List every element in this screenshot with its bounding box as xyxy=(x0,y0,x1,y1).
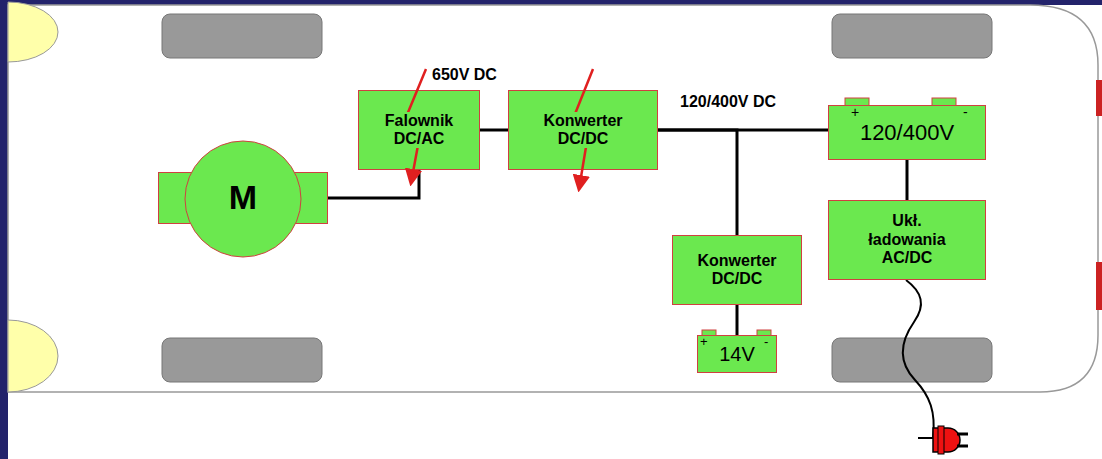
polarity-sign: + xyxy=(700,334,708,349)
node-text: Falownik DC/AC xyxy=(362,112,476,149)
polarity-sign: - xyxy=(963,104,968,120)
motor-symbol: M xyxy=(158,172,328,224)
taillight xyxy=(1096,262,1102,310)
motor-circle xyxy=(185,141,301,257)
voltage-label: 650V DC xyxy=(432,66,497,84)
converter-box: Konwerter DC/DC xyxy=(508,90,658,170)
taillight xyxy=(1096,80,1102,116)
node-text: 14V xyxy=(717,343,757,366)
wire xyxy=(906,160,909,200)
node-text: Konwerter DC/DC xyxy=(680,252,794,289)
wheel xyxy=(162,14,322,58)
wire xyxy=(736,305,739,335)
car-body xyxy=(8,5,1098,392)
charger-box: Ukł. ładowania AC/DC xyxy=(828,200,986,280)
node-text: 120/400V xyxy=(858,120,956,145)
node-text: Konwerter DC/DC xyxy=(526,112,640,149)
node-text: M xyxy=(227,178,259,217)
wheel xyxy=(832,14,992,58)
voltage-label: 120/400V DC xyxy=(680,93,776,111)
headlight xyxy=(8,320,58,392)
node-text: Ukł. ładowania AC/DC xyxy=(850,212,964,267)
converter-box: Konwerter DC/DC xyxy=(672,235,802,305)
wire xyxy=(480,129,508,132)
charging-cable xyxy=(903,280,934,438)
wheel xyxy=(162,338,322,382)
wire xyxy=(658,130,737,235)
wire xyxy=(328,170,419,198)
polarity-sign: + xyxy=(851,104,859,120)
plug xyxy=(918,426,968,454)
headlight xyxy=(8,2,58,62)
inverter-box: Falownik DC/AC xyxy=(358,90,480,170)
frame-band xyxy=(0,0,8,459)
polarity-sign: - xyxy=(764,334,768,349)
